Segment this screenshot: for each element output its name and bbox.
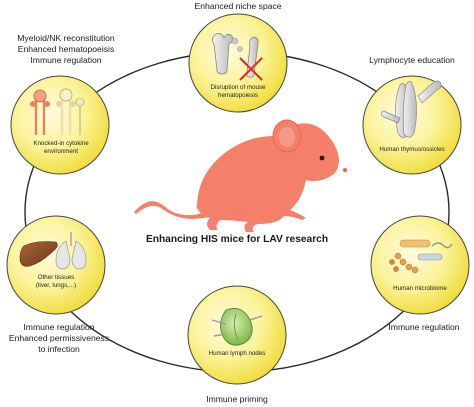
label-bottom-left-outer-3: to infection <box>38 344 80 354</box>
label-top-inner-1: Disruption of mouse <box>210 84 266 91</box>
label-bottom-left-outer-2: Enhanced permissiveness <box>8 333 110 343</box>
label-top-left-outer-1: Myeloid/NK reconstitution <box>17 33 115 43</box>
label-top-outer: Enhanced niche space <box>194 1 282 11</box>
label-top-left-inner-2: environment <box>43 148 79 155</box>
label-top-right-inner: Human thymus/ossicles <box>379 146 445 153</box>
label-bottom-left-inner-1: Other tissues <box>37 274 75 281</box>
label-bottom-inner: Human lymph nodes <box>208 350 266 357</box>
bone-x-icon <box>212 33 263 81</box>
microbiome-icon <box>389 239 453 274</box>
label-top-inner-2: hematopoiesis <box>218 92 258 99</box>
node-circle-top-left <box>10 75 110 175</box>
label-top-right-outer: Lymphocyte education <box>369 55 455 65</box>
label-bottom-right-inner: Human microbiome <box>393 285 447 292</box>
label-bottom-left-outer-1: Immune regulation <box>23 322 95 332</box>
mouse-icon <box>134 119 347 232</box>
label-top-left-outer-2: Enhanced hematopoeisis <box>17 44 115 54</box>
liver-lungs-icon <box>19 232 87 270</box>
node-circle-bottom-left <box>6 215 106 315</box>
label-top-left-inner-1: Knocked-in cytokine <box>33 140 89 147</box>
label-bottom-left-inner-2: (liver, lungs,...) <box>35 282 77 289</box>
thymus-ossicle-icon <box>380 80 442 138</box>
label-bottom-right-outer: Immune regulation <box>388 322 460 332</box>
node-circle-bottom-right <box>370 215 470 315</box>
label-top-left-outer-3: Immune regulation <box>30 55 102 65</box>
diagram-title: Enhancing HIS mice for LAV research <box>145 234 329 245</box>
cytokine-receptor-icon <box>30 88 85 135</box>
label-bottom-outer: Immune priming <box>206 394 268 404</box>
lymph-node-icon <box>211 307 263 346</box>
